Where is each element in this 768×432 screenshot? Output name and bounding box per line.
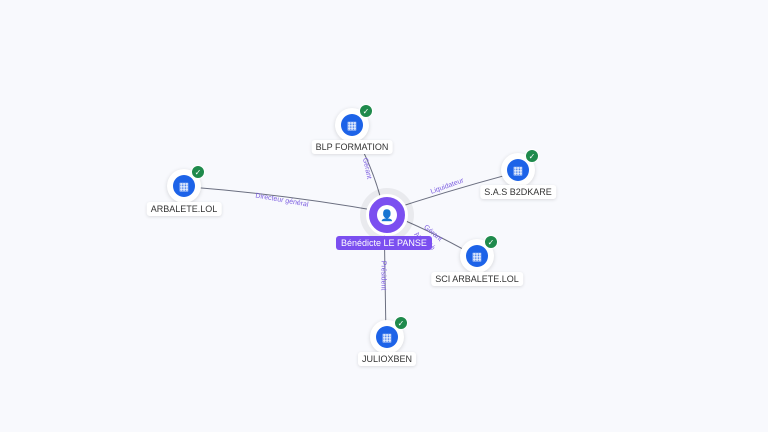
building-icon: ▦	[341, 114, 363, 136]
company-label[interactable]: BLP FORMATION	[311, 140, 393, 154]
person-icon: 👤	[377, 205, 397, 225]
company-node-blp[interactable]: ▦✓	[335, 104, 373, 142]
edge-arbalete	[189, 186, 385, 213]
company-label[interactable]: JULIOXBEN	[357, 352, 417, 366]
building-icon: ▦	[466, 245, 488, 267]
check-icon: ✓	[191, 165, 205, 179]
building-icon: ▦	[173, 175, 195, 197]
building-icon: ▦	[376, 326, 398, 348]
person-node[interactable]: 👤	[366, 194, 408, 236]
person-label[interactable]: Bénédicte LE PANSE	[336, 236, 432, 250]
check-icon: ✓	[525, 149, 539, 163]
company-label[interactable]: SCI ARBALETE.LOL	[431, 272, 523, 286]
company-node-sci[interactable]: ▦✓	[460, 235, 498, 273]
company-label[interactable]: ARBALETE.LOL	[146, 202, 222, 216]
check-icon: ✓	[394, 316, 408, 330]
company-node-arbalete[interactable]: ▦✓	[167, 165, 205, 203]
check-icon: ✓	[484, 235, 498, 249]
building-icon: ▦	[507, 159, 529, 181]
company-node-b2dkare[interactable]: ▦✓	[501, 149, 539, 187]
company-node-julioxben[interactable]: ▦✓	[370, 316, 408, 354]
edge-label-julioxben: Président	[379, 260, 387, 291]
check-icon: ✓	[359, 104, 373, 118]
company-label[interactable]: S.A.S B2DKARE	[480, 185, 556, 199]
